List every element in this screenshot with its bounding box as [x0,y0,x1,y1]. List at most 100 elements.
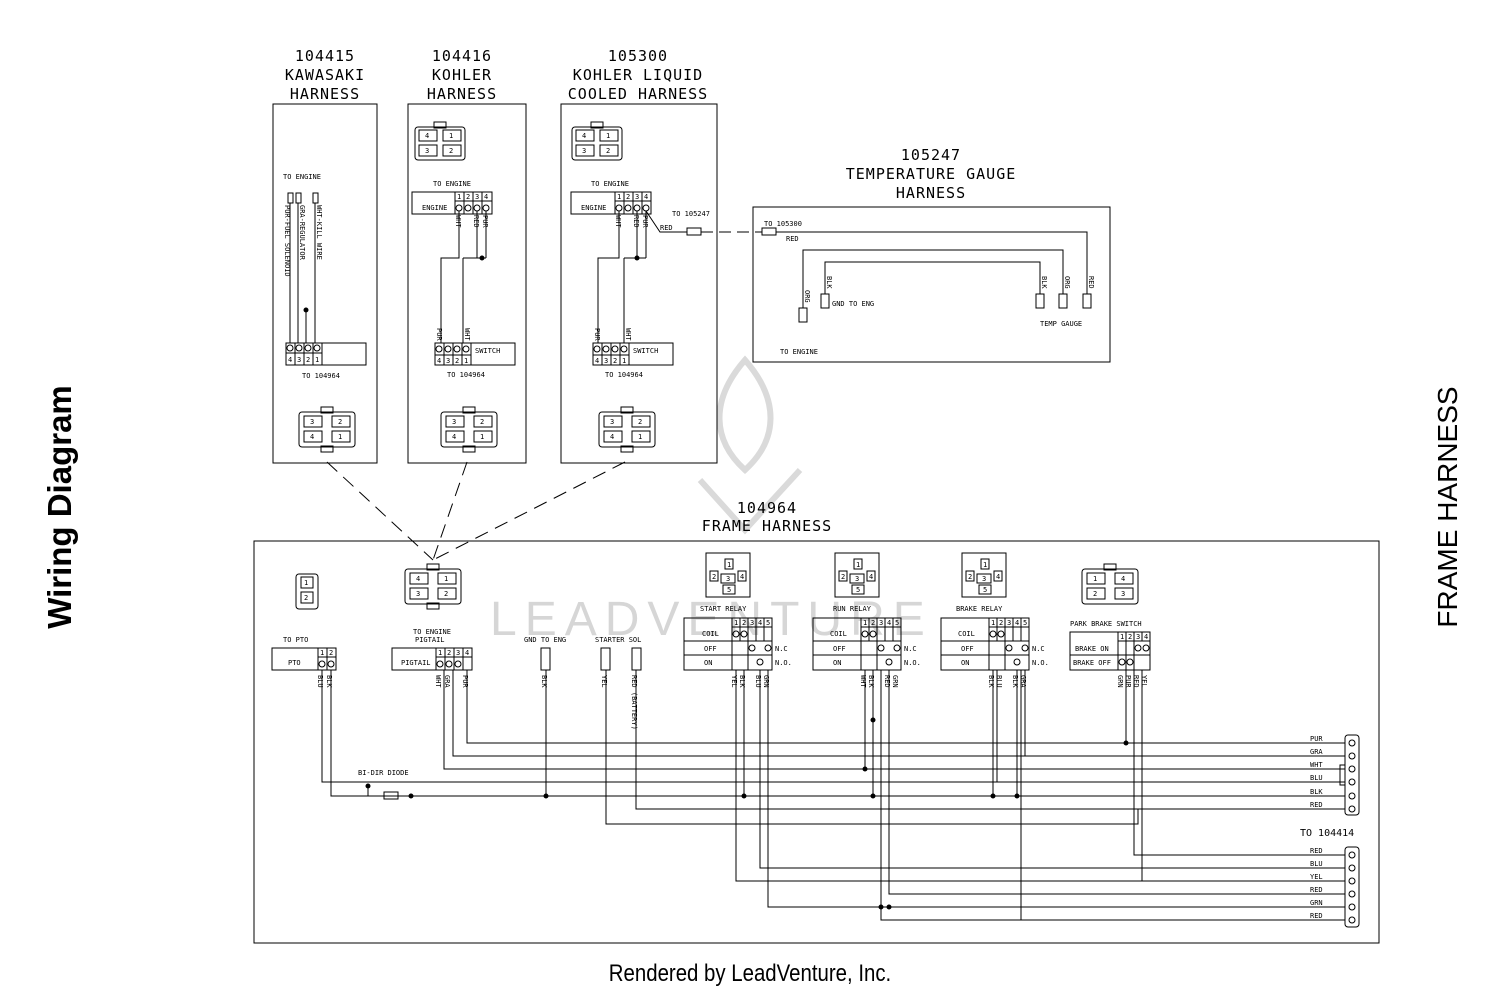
bi-dir-diode-label: BI-DIR DIODE [358,769,409,777]
kohler-top-pin-1: 1 [449,132,453,140]
park-brake-title: PARK BRAKE SWITCH [1070,620,1142,628]
liquid-harness-number: 105300 [608,47,668,65]
pigtail-wire-wht: WHT [434,675,442,688]
park-wire-pur: PUR [1124,675,1132,688]
upper-wire-gra: GRA [1310,748,1323,756]
run-relay-no: N.O. [904,659,921,667]
liquid-bottom-pin-2: 2 [613,357,617,365]
kohler-bottom-connector: 3 2 4 1 [440,406,498,453]
pto-2pin-connector: 1 2 [295,573,319,610]
start-relay-wire-blu: BLU [754,675,762,688]
kohler-conn-pin-1: 1 [480,433,484,441]
park-conn-pin-1: 1 [1093,575,1097,583]
kohler-conn-pin-4: 4 [452,433,456,441]
liquid-bottom-pin-3: 3 [604,357,608,365]
start-relay-wire-yel: YEL [730,675,738,688]
kohler-bottom-wire-wht: WHT [463,328,471,341]
harness-leader-lines [326,461,626,561]
pigtail-pin-3: 3 [456,649,460,657]
run-relay-pin-5: 5 [856,586,860,594]
liquid-pin-2: 2 [626,193,630,201]
brake-relay-pin-2: 2 [968,573,972,581]
brake-relay-pin-1: 1 [983,561,987,569]
park-wire-yel: YEL [1140,675,1148,688]
upper-end-connector [1339,734,1360,816]
kawasaki-harness-number: 104415 [295,47,355,65]
watermark-flame-icon [697,355,803,535]
lower-wire-yel: YEL [1310,873,1323,881]
pto-pin-1: 1 [304,579,308,587]
pto-header-pin-1: 1 [320,649,324,657]
liquid-bottom-wire-pur: PUR [593,328,601,341]
kawasaki-bottom-connector: 3 2 4 1 [298,406,356,453]
temp-org-left-label: ORG [803,290,811,303]
kohler-bottom-pin-2: 2 [455,357,459,365]
pigtail-conn-pin-4: 4 [416,575,420,583]
temp-blk-left-label: BLK [825,276,833,289]
run-relay-hdr-3: 3 [879,619,883,627]
liquid-switch-label: SWITCH [633,347,658,355]
pto-wire-blk: BLK [325,675,333,688]
liquid-bottom-connector: 3 2 4 1 [598,406,656,453]
park-brake-switch: 1 4 2 3 PARK BRAKE SWITCH 1 2 3 4 BRAKE … [1069,563,1151,688]
kohler-conn-pin-2: 2 [480,418,484,426]
start-relay-no: N.O. [775,659,792,667]
kohler-pin-1: 1 [457,193,461,201]
pigtail-wire-pur: PUR [461,675,469,688]
pigtail-pin-2: 2 [447,649,451,657]
lower-wire-red3: RED [1310,912,1323,920]
kohler-conn-pin-3: 3 [452,418,456,426]
park-conn-pin-2: 2 [1093,590,1097,598]
temp-harness-number: 105247 [901,146,961,164]
kohler-wire-pur: PUR [481,215,489,228]
liquid-red-label: RED [660,224,673,232]
liquid-wire-pur: PUR [641,215,649,228]
run-relay-wire-wht: WHT [859,675,867,688]
liquid-conn-pin-3: 3 [610,418,614,426]
temp-gauge-harness: 105247 TEMPERATURE GAUGE HARNESS TO 1053… [752,146,1111,363]
kawasaki-harness-line1: KAWASAKI [285,66,365,84]
brake-relay-title: BRAKE RELAY [956,605,1003,613]
kohler-bottom-wire-pur: PUR [435,328,443,341]
kawasaki-pin-2: 2 [306,356,310,364]
liquid-wire-wht: WHT [614,215,622,228]
kawasaki-pin-1: 1 [315,356,319,364]
liquid-top-connector: 4 1 3 2 [571,121,623,161]
start-relay-hdr-5: 5 [766,619,770,627]
liquid-engine-label: ENGINE [581,204,606,212]
brake-relay-wire-blk2: BLK [1011,675,1019,688]
brake-relay-pin-3: 3 [982,575,986,583]
brake-relay-wire-gra: GRA [1019,675,1027,688]
upper-wire-blk: BLK [1310,788,1323,796]
kawasaki-conn-pin-3: 3 [310,418,314,426]
liquid-pin-3: 3 [635,193,639,201]
run-relay-hdr-4: 4 [887,619,891,627]
pigtail-wire-gra: GRA [443,675,451,688]
start-relay-title: START RELAY [700,605,747,613]
liquid-conn-pin-4: 4 [610,433,614,441]
kohler-bottom-pin-3: 3 [446,357,450,365]
frame-wire-runs [321,670,1345,921]
kohler-pin-3: 3 [475,193,479,201]
run-relay-coil: COIL [830,630,847,638]
liquid-top-pin-1: 1 [606,132,610,140]
kohler-wire-wht: WHT [454,215,462,228]
brake-relay-coil: COIL [958,630,975,638]
temp-to-liquid-label: TO 105300 [764,220,802,228]
kohler-harness-line2: HARNESS [427,85,497,103]
liquid-pin-4: 4 [644,193,648,201]
kawasaki-wire-gra: GRA-REGULATOR [298,205,306,261]
run-relay-pin-3: 3 [855,575,859,583]
kohler-switch-label: SWITCH [475,347,500,355]
kohler-harness-number: 104416 [432,47,492,65]
temp-harness-line2: HARNESS [896,184,966,202]
liquid-top-pin-3: 3 [582,147,586,155]
kohler-bottom-pin-1: 1 [464,357,468,365]
run-relay-hdr-5: 5 [895,619,899,627]
start-relay-wire-blk: BLK [738,675,746,688]
lower-wire-blu: BLU [1310,860,1323,868]
temp-to-engine-label: TO ENGINE [780,348,818,356]
kawasaki-conn-pin-4: 4 [310,433,314,441]
footer-credit: Rendered by LeadVenture, Inc. [608,960,892,987]
